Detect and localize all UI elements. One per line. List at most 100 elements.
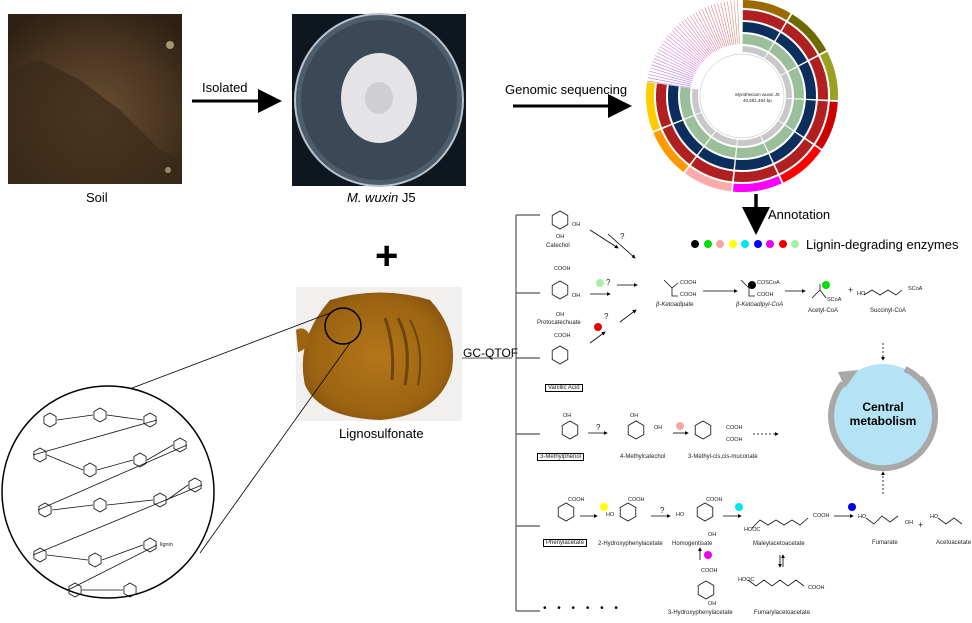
enzyme-step-dot (822, 281, 830, 289)
acetyl-coa-label: Acetyl-CoA (808, 308, 839, 314)
oh-group: OH (708, 532, 717, 538)
enzyme-step-dot (704, 551, 712, 559)
enzyme-step-dot (848, 503, 856, 511)
fumarylacetoacetate-label: Fumarylacetoacetate (754, 610, 811, 616)
fumarate-label: Fumarate (872, 540, 898, 546)
methylcatechol-label: 4-Methylcatechol (620, 454, 666, 460)
ketoadipate-label: β-Ketoadipate (656, 302, 694, 308)
cooh-group: COOH (813, 513, 830, 519)
succinyl-coa-label: Succinyl-CoA (870, 308, 907, 314)
scoa-group: SCoA (827, 297, 842, 303)
cooh-group: COOH (808, 585, 825, 591)
benzene-ring (697, 580, 715, 600)
enzyme-dot (691, 240, 699, 248)
enzyme-dot (741, 240, 749, 248)
ho-group: HO (606, 512, 615, 518)
zoom-circle (324, 307, 362, 345)
lignin-structure-circle (1, 385, 215, 599)
ketoadipyl-coa-label: β-Ketoadipyl-CoA (736, 302, 784, 308)
enzyme-dot (716, 240, 724, 248)
cooh-group: COOH (554, 266, 571, 272)
enzyme-step-dot (748, 281, 756, 289)
benzene-ring (696, 502, 714, 522)
benzene-ring (694, 420, 712, 440)
enzyme-dot (728, 240, 737, 248)
lignosulfonate-label: Lignosulfonate (339, 426, 424, 441)
benzene-ring (557, 502, 575, 522)
benzene-ring (551, 210, 569, 230)
central-metabolism-cycle (828, 364, 939, 472)
enzyme-dot (753, 240, 762, 248)
hooc-group: HOOC (744, 527, 761, 533)
more-pathways-ellipsis: • • • • • • (543, 603, 622, 614)
oh-group: OH (654, 425, 663, 431)
central-metabolism-line1: Central (862, 400, 904, 414)
lignin-label: lignin (160, 542, 173, 548)
cooh-group: COOH (568, 497, 585, 503)
benzene-ring (619, 502, 637, 522)
unknown-step: ? (620, 232, 625, 241)
protocatechuate-label: Protocatechuate (537, 320, 581, 326)
oh-group: OH (708, 601, 717, 607)
cooh-group: COOH (554, 333, 571, 339)
plus-symbol: + (848, 285, 854, 295)
genome-circos-plot (646, 0, 838, 192)
strain-label: M. wuxin J5 (347, 190, 416, 205)
unknown-step: ? (606, 278, 611, 287)
3-hydroxyphenylacetate-label: 3-Hydroxyphenylacetate (668, 610, 733, 616)
phenylacetate-label: Phenylacetate (543, 539, 588, 547)
oh-group: OH (556, 312, 565, 318)
annotation-label: Annotation (768, 207, 831, 222)
central-metabolism-line2: metabolism (849, 414, 917, 428)
unknown-step: ? (596, 423, 601, 432)
petri-dish-image (292, 13, 466, 187)
coscoa-group: COSCoA (757, 280, 780, 286)
strain-id: J5 (398, 190, 416, 205)
methyl-muconate-label: 3-Methyl-cis,cis-muconate (688, 454, 758, 460)
lignin-structure (32, 407, 203, 598)
ho-group: HO (930, 514, 939, 520)
cooh-group: COOH (706, 497, 723, 503)
2-hydroxyphenylacetate-label: 2-Hydroxyphenylacetate (598, 541, 663, 547)
cooh-group: COOH (757, 292, 774, 298)
soil-label: Soil (86, 190, 108, 205)
oh-group: OH (630, 413, 639, 419)
enzymes-label: Lignin-degrading enzymes (806, 237, 959, 252)
vanillic-acid-label: Vanillic Acid (545, 384, 583, 392)
ho-group: HO (857, 291, 866, 297)
soil-image (8, 14, 182, 184)
oh-group: OH (563, 413, 572, 419)
catechol-label: Catechol (546, 243, 570, 249)
oh-group: OH (572, 222, 581, 228)
unknown-step: ? (660, 506, 665, 515)
oh-group: OH (556, 234, 565, 240)
benzene-ring (561, 420, 579, 440)
genome-size: 40,581,494 bp (743, 98, 772, 103)
plus-sign: + (375, 234, 399, 278)
enzyme-dot (703, 240, 712, 248)
ho-group: HO (858, 514, 867, 520)
benzene-ring (551, 280, 569, 300)
central-metabolism-label: Central metabolism (846, 400, 920, 428)
methylphenol-label: 3-Methylphenol (537, 453, 585, 461)
unknown-step: ? (604, 312, 609, 321)
enzyme-dot (791, 240, 799, 248)
enzyme-dot (778, 240, 787, 248)
benzene-ring (627, 420, 645, 440)
cooh-group: COOH (628, 497, 645, 503)
cooh-group: COOH (726, 425, 743, 431)
oh-group: OH (905, 520, 914, 526)
benzene-ring (551, 345, 569, 365)
cooh-group: COOH (680, 280, 697, 286)
maleylacetoacetate-label: Maleylacetoacetate (753, 541, 805, 547)
genome-title: Myrothecium wuxin J5 (735, 92, 780, 97)
pathway-arrows (580, 229, 854, 560)
gc-qtof-label: GC-QTOF (463, 346, 519, 360)
scoa-group: SCoA (908, 286, 923, 292)
enzyme-step-dot (594, 323, 602, 331)
cooh-group: COOH (726, 437, 743, 443)
genomic-sequencing-label: Genomic sequencing (505, 82, 628, 97)
ho-group: HO (676, 512, 685, 518)
strain-name: M. wuxin (347, 190, 399, 205)
